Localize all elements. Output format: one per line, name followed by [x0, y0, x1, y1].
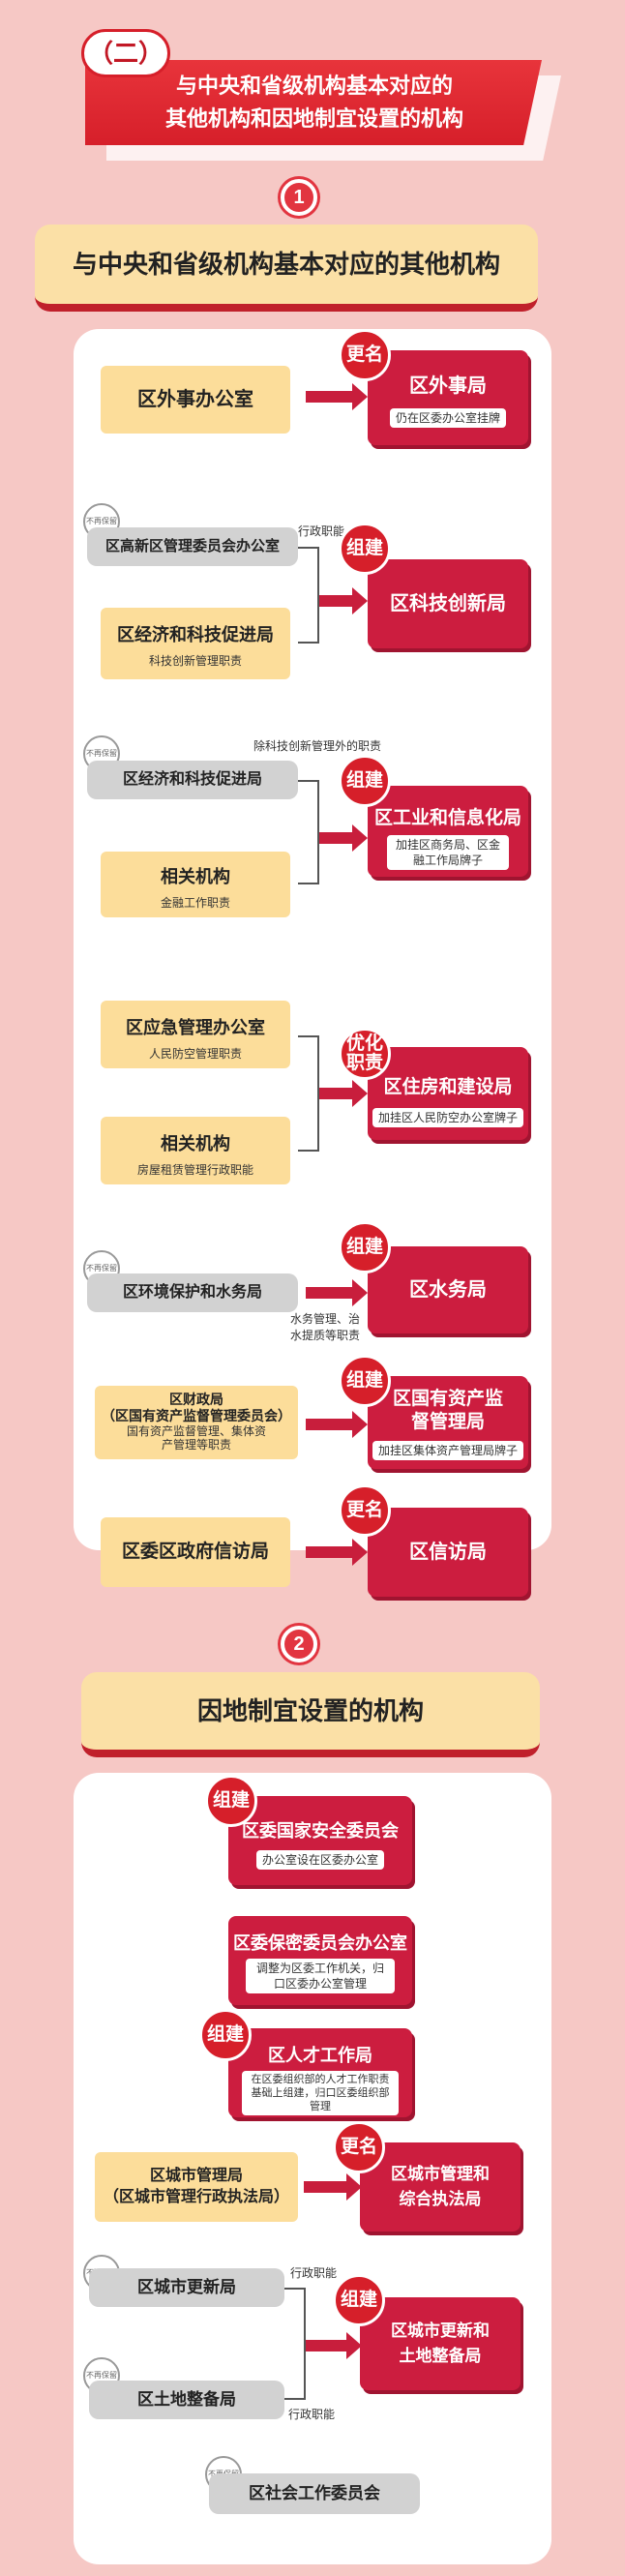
g1-from: 区外事办公室 [101, 366, 290, 434]
g4-target: 区住房和建设局 加挂区人民防空办公室牌子 [368, 1047, 528, 1140]
s2a-badge: 组建 [205, 1775, 257, 1827]
g5-from: 区环境保护和水务局 [87, 1273, 298, 1312]
s2b-title: 区委保密委员会办公室 [233, 1933, 407, 1953]
g4-from2: 相关机构 房屋租赁管理行政职能 [101, 1117, 290, 1184]
s2d-from: 区城市管理局 （区城市管理行政执法局） [95, 2152, 298, 2222]
g1-target-name: 区外事局 [409, 375, 487, 397]
s2e-from2: 区土地整备局 [89, 2381, 284, 2419]
g4-arrow [319, 1080, 368, 1107]
g4-from2-name: 相关机构 [161, 1134, 230, 1153]
s2e-target-name: 区城市更新和土地整备局 [391, 2321, 490, 2365]
g1-target-tag: 仍在区委办公室挂牌 [389, 408, 506, 428]
section2-title: 因地制宜设置的机构 [81, 1672, 540, 1757]
g3-note: 除科技创新管理外的职责 [253, 739, 382, 753]
g2-from2: 区经济和科技促进局 科技创新管理职责 [101, 608, 290, 679]
g5-arrow [306, 1279, 368, 1306]
g5-note: 水务管理、治水提质等职责 [289, 1312, 360, 1342]
header-banner [85, 60, 542, 145]
s2c-badge: 组建 [199, 2009, 252, 2061]
g2-from2-name: 区经济和科技促进局 [117, 625, 274, 644]
s2d-from-line1: 区城市管理局 [149, 2168, 243, 2184]
header-title-line1: 与中央和省级机构基本对应的 [175, 74, 453, 98]
s2d-badge: 更名 [333, 2121, 385, 2173]
g6-from-line2: （区国有资产监督管理委员会） [102, 1408, 291, 1423]
g2-badge: 组建 [339, 523, 391, 575]
s2d-from-line2: （区城市管理行政执法局） [103, 2189, 289, 2205]
g4-target-name: 区住房和建设局 [383, 1077, 513, 1097]
section2-number: 2 [281, 1626, 317, 1662]
g6-from-sub: 国有资产监督管理、集体资产管理等职责 [126, 1424, 266, 1452]
g4-badge: 优化职责 [339, 1028, 391, 1080]
g7-target: 区信访局 [368, 1508, 528, 1597]
g3-from2-name: 相关机构 [161, 867, 230, 886]
g6-from: 区财政局 （区国有资产监督管理委员会） 国有资产监督管理、集体资产管理等职责 [95, 1386, 298, 1459]
s2a-title: 区委国家安全委员会 [242, 1821, 399, 1841]
g7-from: 区委区政府信访局 [101, 1517, 290, 1587]
g2-note: 行政职能 [298, 524, 345, 538]
s2e-badge: 组建 [333, 2274, 385, 2326]
g5-target: 区水务局 [368, 1246, 528, 1333]
s2e-target: 区城市更新和土地整备局 [360, 2297, 521, 2390]
g3-bracket [298, 780, 319, 884]
g4-from1-sub: 人民防空管理职责 [148, 1047, 242, 1061]
g1-target: 区外事局 仍在区委办公室挂牌 [368, 350, 528, 445]
g3-target-tag: 加挂区商务局、区金融工作局牌子 [387, 835, 509, 870]
s2e-arrow [306, 2332, 362, 2359]
g3-from2-sub: 金融工作职责 [160, 896, 230, 910]
g2-arrow [319, 587, 368, 614]
g4-bracket [298, 1035, 319, 1152]
g4-from2-sub: 房屋租赁管理行政职能 [136, 1163, 253, 1177]
g3-target: 区工业和信息化局 加挂区商务局、区金融工作局牌子 [368, 786, 528, 877]
s2b-tag: 调整为区委工作机关，归口区委办公室管理 [246, 1959, 395, 1993]
g2-target: 区科技创新局 [368, 559, 528, 648]
g2-bracket [298, 547, 319, 644]
s2f-box: 区社会工作委员会 [209, 2473, 420, 2514]
g3-from2: 相关机构 金融工作职责 [101, 852, 290, 917]
g6-arrow [306, 1411, 368, 1438]
g5-badge: 组建 [339, 1221, 391, 1273]
s2e-from1: 区城市更新局 [89, 2268, 284, 2307]
section1-number: 1 [281, 179, 317, 216]
s2d-arrow [304, 2173, 362, 2201]
g6-from-line1: 区财政局 [169, 1392, 223, 1407]
section1-title: 与中央和省级机构基本对应的其他机构 [35, 225, 538, 312]
s2c-box: 区人才工作局 在区委组织部的人才工作职责基础上组建，归口区委组织部管理 [228, 2028, 412, 2117]
g1-badge: 更名 [339, 329, 391, 381]
g6-target-tag: 加挂区集体资产管理局牌子 [372, 1441, 523, 1460]
header-title-line2: 其他机构和因地制宜设置的机构 [164, 106, 463, 131]
s2e-bracket [284, 2288, 306, 2400]
g7-badge: 更名 [339, 1484, 391, 1537]
g6-badge: 组建 [339, 1355, 391, 1407]
g2-from1: 区高新区管理委员会办公室 [87, 527, 298, 566]
s2a-box: 区委国家安全委员会 办公室设在区委办公室 [228, 1796, 412, 1885]
g3-from1: 区经济和科技促进局 [87, 761, 298, 799]
g7-arrow [306, 1539, 368, 1566]
g4-from1-name: 区应急管理办公室 [126, 1018, 265, 1037]
s2c-title: 区人才工作局 [268, 2046, 372, 2065]
g3-arrow [319, 824, 368, 852]
s2d-target-name: 区城市管理和综合执法局 [391, 2165, 490, 2208]
g3-badge: 组建 [339, 755, 391, 807]
s2d-target: 区城市管理和综合执法局 [360, 2142, 521, 2232]
g1-arrow [306, 383, 368, 410]
s2e-note1: 行政职能 [290, 2266, 338, 2280]
g3-target-name: 区工业和信息化局 [373, 808, 521, 828]
g4-target-tag: 加挂区人民防空办公室牌子 [372, 1108, 523, 1127]
g6-target-name: 区国有资产监督管理局 [393, 1389, 504, 1432]
section1-panel [74, 329, 551, 1550]
header-title: 与中央和省级机构基本对应的 其他机构和因地制宜设置的机构 [97, 70, 532, 139]
s2c-tag: 在区委组织部的人才工作职责基础上组建，归口区委组织部管理 [242, 2071, 399, 2115]
header-number: （二） [81, 29, 170, 77]
g2-from2-sub: 科技创新管理职责 [148, 654, 242, 668]
s2a-tag: 办公室设在区委办公室 [255, 1850, 384, 1870]
g4-from1: 区应急管理办公室 人民防空管理职责 [101, 1001, 290, 1068]
g6-target: 区国有资产监督管理局 加挂区集体资产管理局牌子 [368, 1376, 528, 1469]
s2b-box: 区委保密委员会办公室 调整为区委工作机关，归口区委办公室管理 [228, 1916, 412, 2005]
s2e-note2: 行政职能 [288, 2408, 336, 2421]
